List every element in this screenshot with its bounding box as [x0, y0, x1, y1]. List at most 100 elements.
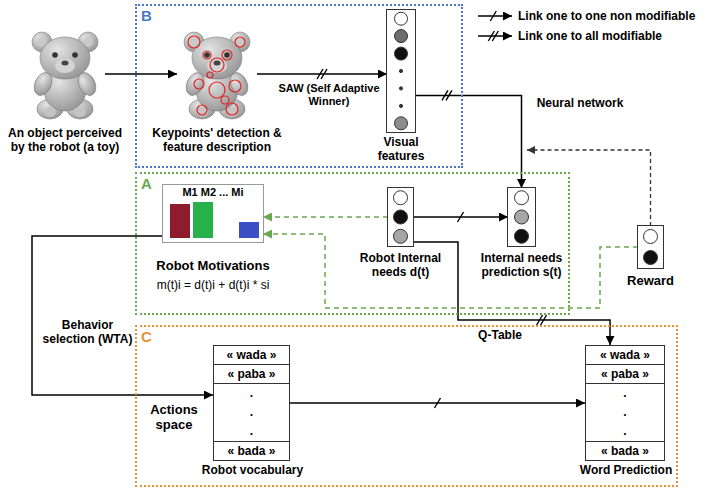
- list-caption: Word Prediction: [576, 463, 676, 477]
- word-cell: .: [214, 384, 289, 403]
- edge-label: Q-Table: [470, 328, 530, 342]
- vector-dot: [399, 69, 402, 72]
- keypoint: [197, 105, 207, 115]
- legend-sample: [478, 15, 512, 17]
- keypoint: [226, 103, 238, 115]
- keypoint: [229, 80, 241, 92]
- connector: [257, 73, 387, 75]
- free-label: Actions space: [140, 402, 208, 432]
- box-caption: Robot Motivations: [143, 258, 283, 273]
- word-cell: « bada »: [586, 441, 664, 460]
- feature-vector: Visual features: [387, 10, 415, 132]
- box-caption: Robot Internal needs d(t): [355, 251, 447, 279]
- connector: [413, 242, 610, 345]
- link-slash: [492, 31, 498, 41]
- list-caption: Robot vocabulary: [188, 463, 318, 477]
- motivation-bar: [239, 222, 259, 238]
- region-box: A M1 M2 ... MiRobot Motivationsm(t)i = d(…: [135, 172, 570, 315]
- keypoint: [210, 58, 224, 72]
- link-slash: [490, 11, 496, 21]
- region-letter: B: [141, 7, 152, 24]
- needs-vector: Robot Internal needs d(t): [388, 188, 413, 246]
- vector-cell: [644, 251, 658, 265]
- vector-cell: [515, 210, 529, 224]
- reward-modulation-line: [527, 150, 651, 226]
- visual-feature-vector: [395, 12, 408, 130]
- vector-cell: [395, 30, 408, 43]
- reward-vector: Reward: [638, 226, 663, 268]
- formula: m(t)i = d(t)i + d(t)i * si: [123, 278, 303, 293]
- chart-legend: M1 M2 ... Mi: [163, 186, 263, 199]
- word-cell: .: [586, 422, 664, 441]
- box-caption: An object perceived by the robot (a toy): [3, 126, 127, 154]
- link-slash: [446, 90, 452, 100]
- link-slash: [458, 212, 464, 222]
- motivation-bar: [170, 204, 190, 238]
- word-cell: « paba »: [214, 365, 289, 384]
- word-list: « wada »« paba »...« bada »Word Predicti…: [585, 345, 665, 461]
- motivation-chart: M1 M2 ... MiRobot Motivationsm(t)i = d(t…: [163, 185, 263, 242]
- region-letter: A: [141, 175, 152, 192]
- word-cell: « bada »: [214, 441, 289, 460]
- vector-dot: [399, 87, 402, 90]
- link-slash: [541, 315, 547, 325]
- word-cell: .: [586, 384, 664, 403]
- connector: [415, 95, 522, 188]
- internal-needs-vector: [394, 191, 408, 244]
- region-letter: C: [141, 328, 152, 345]
- object-picture: An object perceived by the robot (a toy): [25, 28, 105, 120]
- legend-samples: [478, 11, 512, 41]
- keypoint: [209, 82, 225, 98]
- legend-text: Link one to one non modifiable: [518, 9, 695, 23]
- keypoint: [222, 50, 232, 60]
- keypoint: [235, 37, 245, 47]
- keypoint: [221, 96, 229, 104]
- keypoint: [207, 72, 213, 78]
- connector: [263, 216, 388, 218]
- keypoint-picture: Keypoints' detection & feature descripti…: [177, 28, 257, 120]
- vector-cell: [395, 47, 408, 60]
- keypoint: [188, 36, 200, 48]
- keypoint: [194, 79, 204, 89]
- prediction-vector: [515, 191, 529, 244]
- box-caption: Visual features: [365, 135, 437, 163]
- vector-cell: [395, 117, 408, 130]
- word-cell: .: [214, 422, 289, 441]
- vector-cell: [394, 191, 408, 205]
- edge-label: Neural network: [530, 96, 630, 110]
- region-box: C« wada »« paba »...« bada »Robot vocabu…: [135, 325, 678, 487]
- link-slash: [435, 398, 441, 408]
- legend-text: Link one to all modifiable: [518, 29, 662, 43]
- word-cell: « wada »: [214, 346, 289, 365]
- word-cell: .: [214, 403, 289, 422]
- vector-dot: [399, 104, 402, 107]
- vector-cell: [515, 229, 529, 243]
- keypoints: [188, 36, 245, 115]
- link-slash: [321, 69, 327, 79]
- box-caption: Keypoints' detection & feature descripti…: [147, 126, 287, 154]
- word-list: « wada »« paba »...« bada »Robot vocabul…: [213, 345, 290, 461]
- box-caption: Internal needs prediction s(t): [473, 251, 571, 279]
- prediction-vector: Internal needs prediction s(t): [508, 188, 535, 246]
- word-cell: .: [586, 403, 664, 422]
- word-cell: « paba »: [586, 365, 664, 384]
- vector-cell: [515, 191, 529, 205]
- connector: [105, 73, 177, 75]
- edge-label: Behavior selection (WTA): [40, 318, 135, 346]
- connector: [263, 234, 638, 308]
- motivation-bar: [193, 202, 213, 238]
- vector-cell: [394, 210, 408, 224]
- motivation-bars: [170, 202, 259, 238]
- keypoint: [203, 51, 211, 59]
- word-cell: « wada »: [586, 346, 664, 365]
- vector-cell: [644, 230, 658, 244]
- vector-cell: [395, 12, 408, 25]
- connectors: [32, 69, 638, 408]
- edge-label: SAW (Self Adaptive Winner): [276, 82, 382, 108]
- toy-picture: [31, 32, 100, 119]
- motivation-bar: [216, 214, 236, 238]
- box-caption: Reward: [621, 273, 681, 288]
